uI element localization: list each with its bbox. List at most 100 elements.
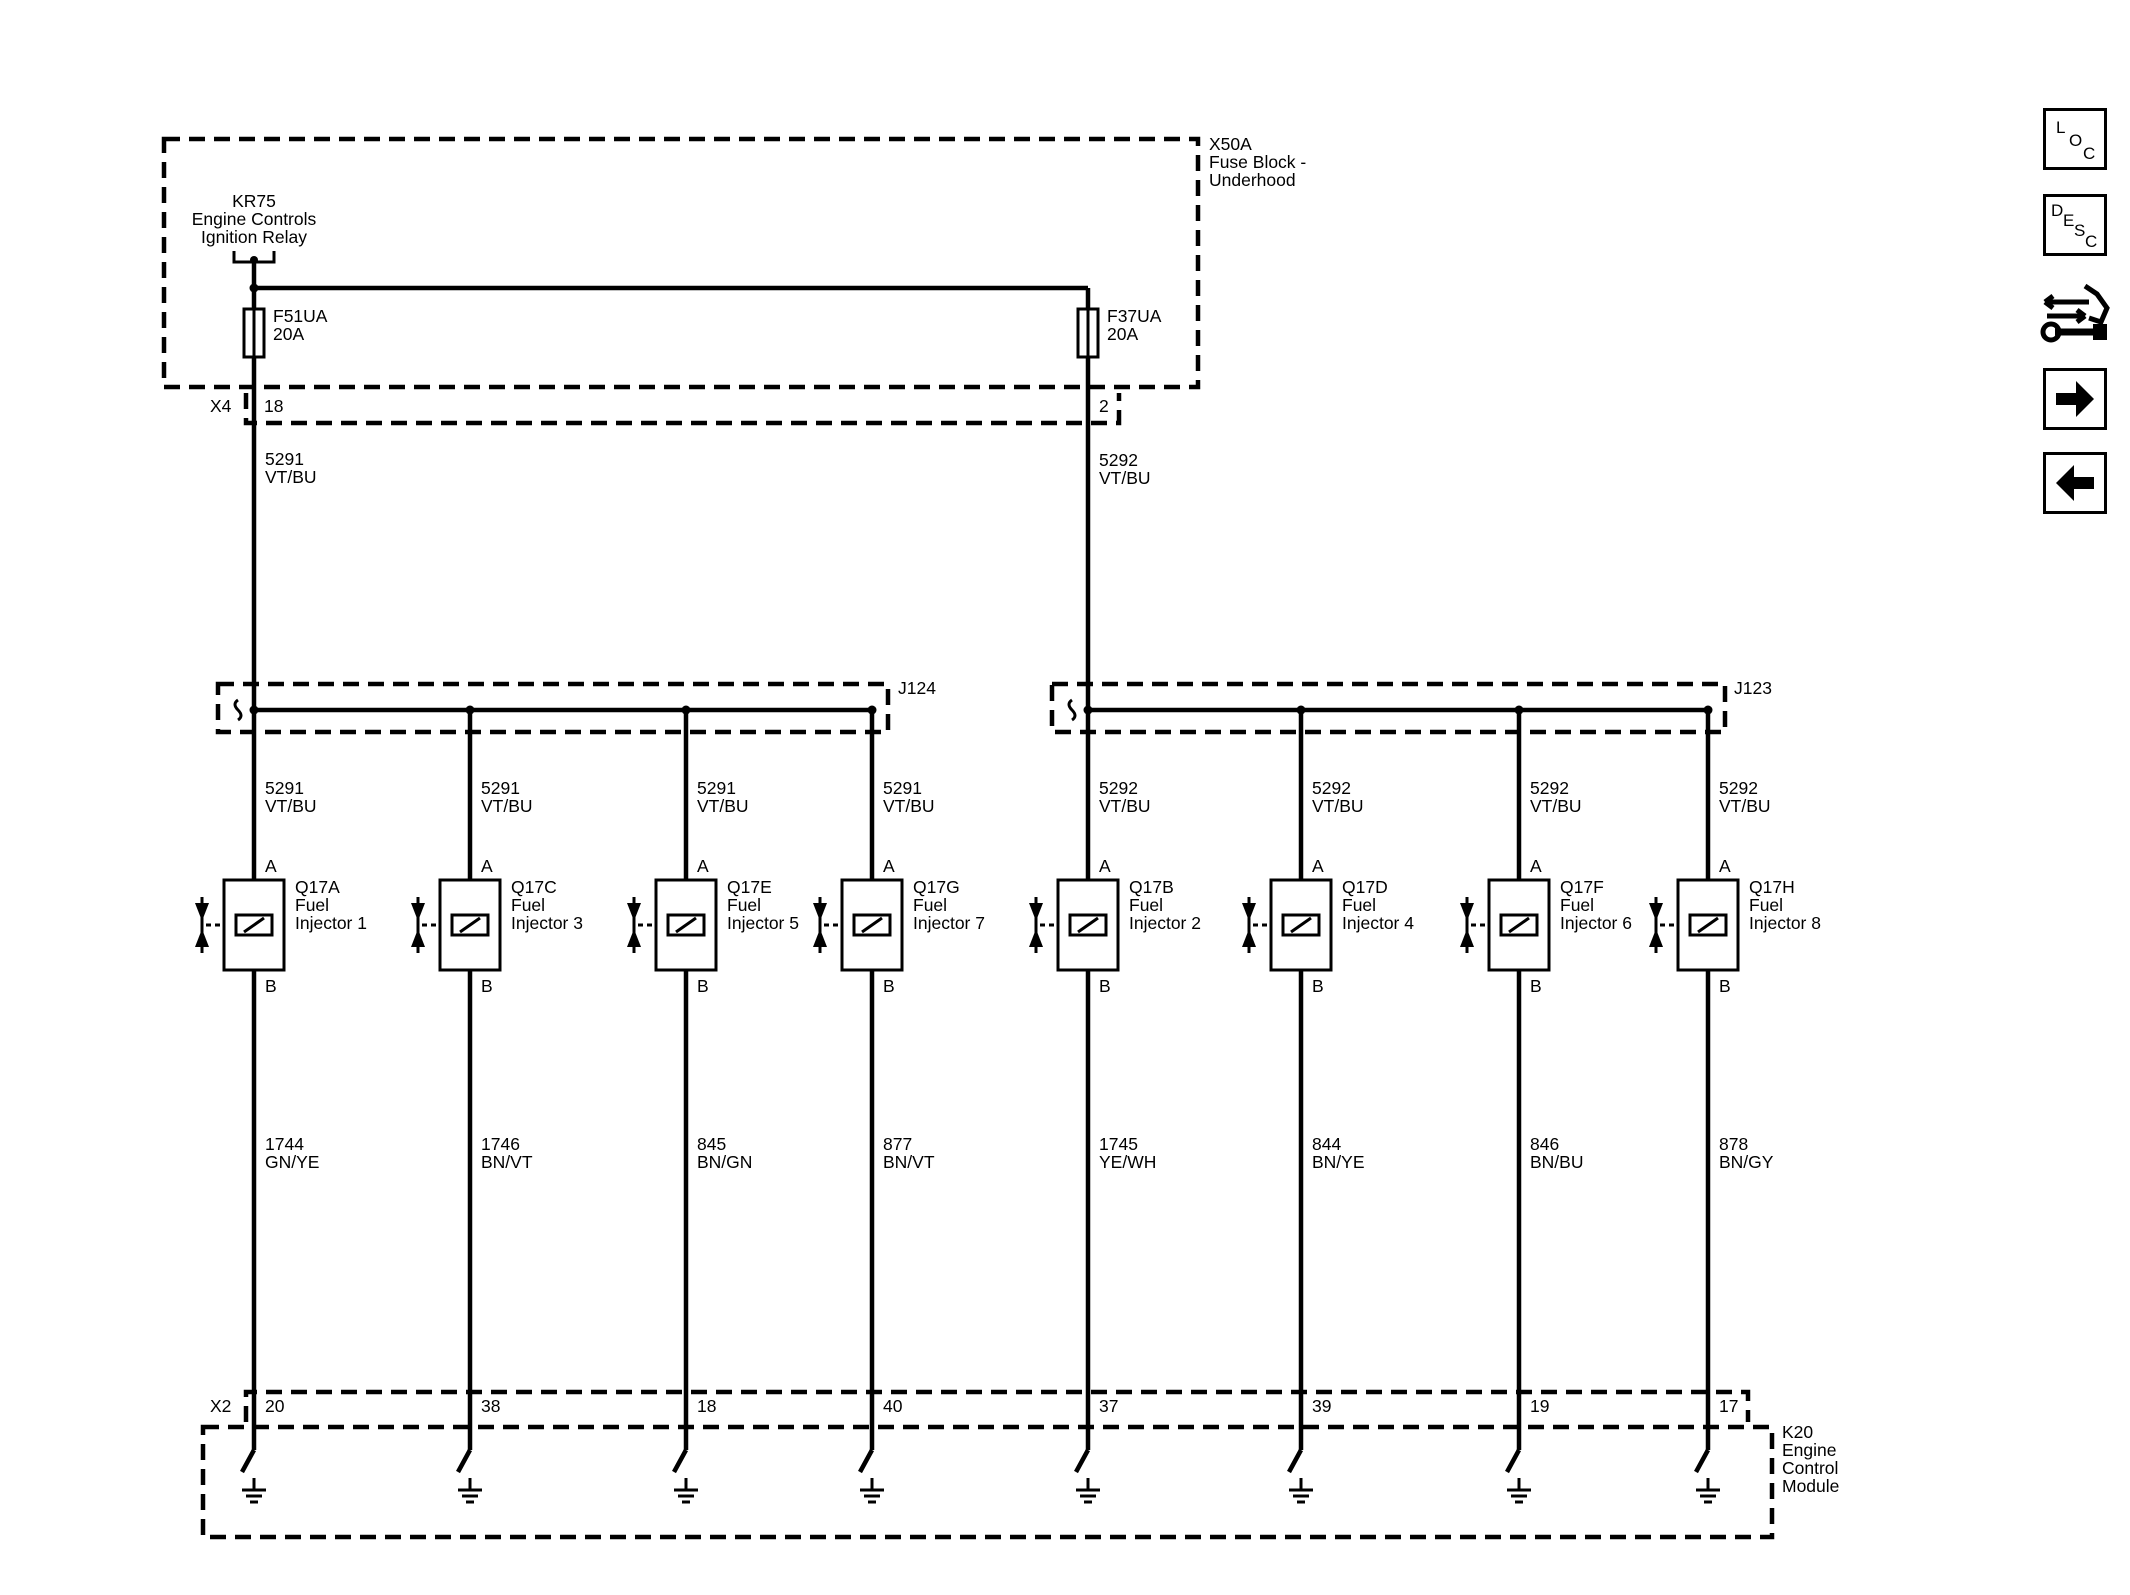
injector-ref-label: Q17F — [1560, 877, 1604, 897]
connector-x4-id: X4 — [210, 396, 232, 416]
injector-body — [654, 878, 718, 972]
relay-name-2: Ignition Relay — [201, 227, 307, 247]
pin-b-label: B — [1530, 976, 1542, 996]
pin-a-label: A — [481, 856, 493, 876]
injector-coil-slash — [675, 916, 697, 934]
feed-circuit-label: 5292 — [1099, 778, 1138, 798]
relay-name-1: Engine Controls — [192, 209, 317, 229]
injector-ref-label: Q17G — [913, 877, 960, 897]
control-circuit-label: 878 — [1719, 1134, 1748, 1154]
injector-name-line2: Injector 1 — [295, 913, 367, 933]
ecm-driver-switch — [1074, 1448, 1090, 1474]
splice-j124: J124 — [215, 678, 936, 735]
injector-name-line1: Fuel — [511, 895, 545, 915]
injector-coil — [234, 913, 274, 937]
previous-page-button[interactable] — [2043, 452, 2107, 514]
injector-ref-label: Q17E — [727, 877, 772, 897]
injector-coil-slash — [1077, 916, 1099, 934]
injector-coil-slash — [861, 916, 883, 934]
ecm-driver-switch — [858, 1448, 874, 1474]
pin-a-label: A — [265, 856, 277, 876]
control-circuit-label: 1745 — [1099, 1134, 1138, 1154]
ecm-pin-label: 37 — [1099, 1396, 1118, 1416]
injector-coil-slash — [1697, 916, 1719, 934]
injector-name-line2: Injector 4 — [1342, 913, 1414, 933]
arrow-left-icon — [2056, 465, 2094, 501]
ecm-pin-label: 39 — [1312, 1396, 1331, 1416]
feed-circuit-label: 5292 — [1312, 778, 1351, 798]
feed-color-label: VT/BU — [481, 796, 533, 816]
control-circuit-label: 844 — [1312, 1134, 1341, 1154]
injector-name-line2: Injector 2 — [1129, 913, 1201, 933]
description-icon: D E S C — [2051, 201, 2097, 251]
fuse-f51ua: F51UA 20A — [242, 306, 328, 359]
control-color-label: BN/VT — [481, 1152, 533, 1172]
injector-coil — [1688, 913, 1728, 937]
ecm-pin-label: 38 — [481, 1396, 500, 1416]
feed-circuit-label: 5292 — [1530, 778, 1569, 798]
injector-coil — [666, 913, 706, 937]
description-button[interactable]: D E S C — [2043, 194, 2107, 256]
injector-body — [840, 878, 904, 972]
fuse-f37ua-id: F37UA — [1107, 306, 1162, 326]
fuse-block-x50a: X50A Fuse Block - Underhood — [161, 134, 1306, 390]
control-color-label: GN/YE — [265, 1152, 319, 1172]
control-color-label: BN/YE — [1312, 1152, 1365, 1172]
svg-text:C: C — [2085, 232, 2097, 251]
injector-name-line1: Fuel — [1342, 895, 1376, 915]
splice-j123-id: J123 — [1734, 678, 1772, 698]
pin-a-label: A — [1719, 856, 1731, 876]
ecm-driver-switch — [672, 1448, 688, 1474]
ecm-pin-label: 20 — [265, 1396, 285, 1416]
feed-circuit-label: 5292 — [1719, 778, 1758, 798]
ecm-driver-switch — [456, 1448, 472, 1474]
relay-id: KR75 — [232, 191, 276, 211]
fuse-block-name-1: Fuse Block - — [1209, 152, 1306, 172]
location-button[interactable]: L O C — [2043, 108, 2107, 170]
pin-b-label: B — [1312, 976, 1324, 996]
connector-repair-icon — [2040, 283, 2110, 343]
injector-coil — [1499, 913, 1539, 937]
injector-name-line2: Injector 3 — [511, 913, 583, 933]
svg-text:L: L — [2056, 118, 2065, 137]
pin-a-label: A — [1312, 856, 1324, 876]
svg-text:S: S — [2074, 221, 2085, 240]
pin-a-label: A — [1099, 856, 1111, 876]
fuse-block-name-2: Underhood — [1209, 170, 1296, 190]
injector-name-line2: Injector 8 — [1749, 913, 1821, 933]
injector-name-line1: Fuel — [1749, 895, 1783, 915]
feed-color-label: VT/BU — [1719, 796, 1771, 816]
injector-name-line1: Fuel — [1560, 895, 1594, 915]
injector-coil-slash — [243, 916, 265, 934]
ecm-pin-label: 40 — [883, 1396, 903, 1416]
control-color-label: BN/BU — [1530, 1152, 1583, 1172]
control-color-label: BN/GN — [697, 1152, 752, 1172]
connector-x4: X4 18 2 — [210, 393, 1122, 426]
pin-a-label: A — [883, 856, 895, 876]
feed-color-label: VT/BU — [1530, 796, 1582, 816]
ecm-driver-switch — [1505, 1448, 1521, 1474]
injector-body — [1056, 878, 1120, 972]
control-circuit-label: 845 — [697, 1134, 726, 1154]
injector-coil-slash — [1508, 916, 1530, 934]
injector-coil — [1068, 913, 1108, 937]
arrow-right-icon — [2056, 381, 2094, 417]
connector-repair-button[interactable] — [2037, 278, 2113, 348]
feed-wire-5291-color: VT/BU — [265, 467, 317, 487]
next-page-button[interactable] — [2043, 368, 2107, 430]
svg-text:O: O — [2069, 131, 2082, 150]
control-circuit-label: 1746 — [481, 1134, 520, 1154]
feed-color-label: VT/BU — [883, 796, 935, 816]
feed-circuit-label: 5291 — [883, 778, 922, 798]
injector-ref-label: Q17C — [511, 877, 557, 897]
relay-kr75: KR75 Engine Controls Ignition Relay — [192, 191, 317, 293]
injector-ref-label: Q17B — [1129, 877, 1174, 897]
injector-body — [1676, 878, 1740, 972]
ecm-driver-switch — [1694, 1448, 1710, 1474]
fuse-f51ua-rating: 20A — [273, 324, 304, 344]
